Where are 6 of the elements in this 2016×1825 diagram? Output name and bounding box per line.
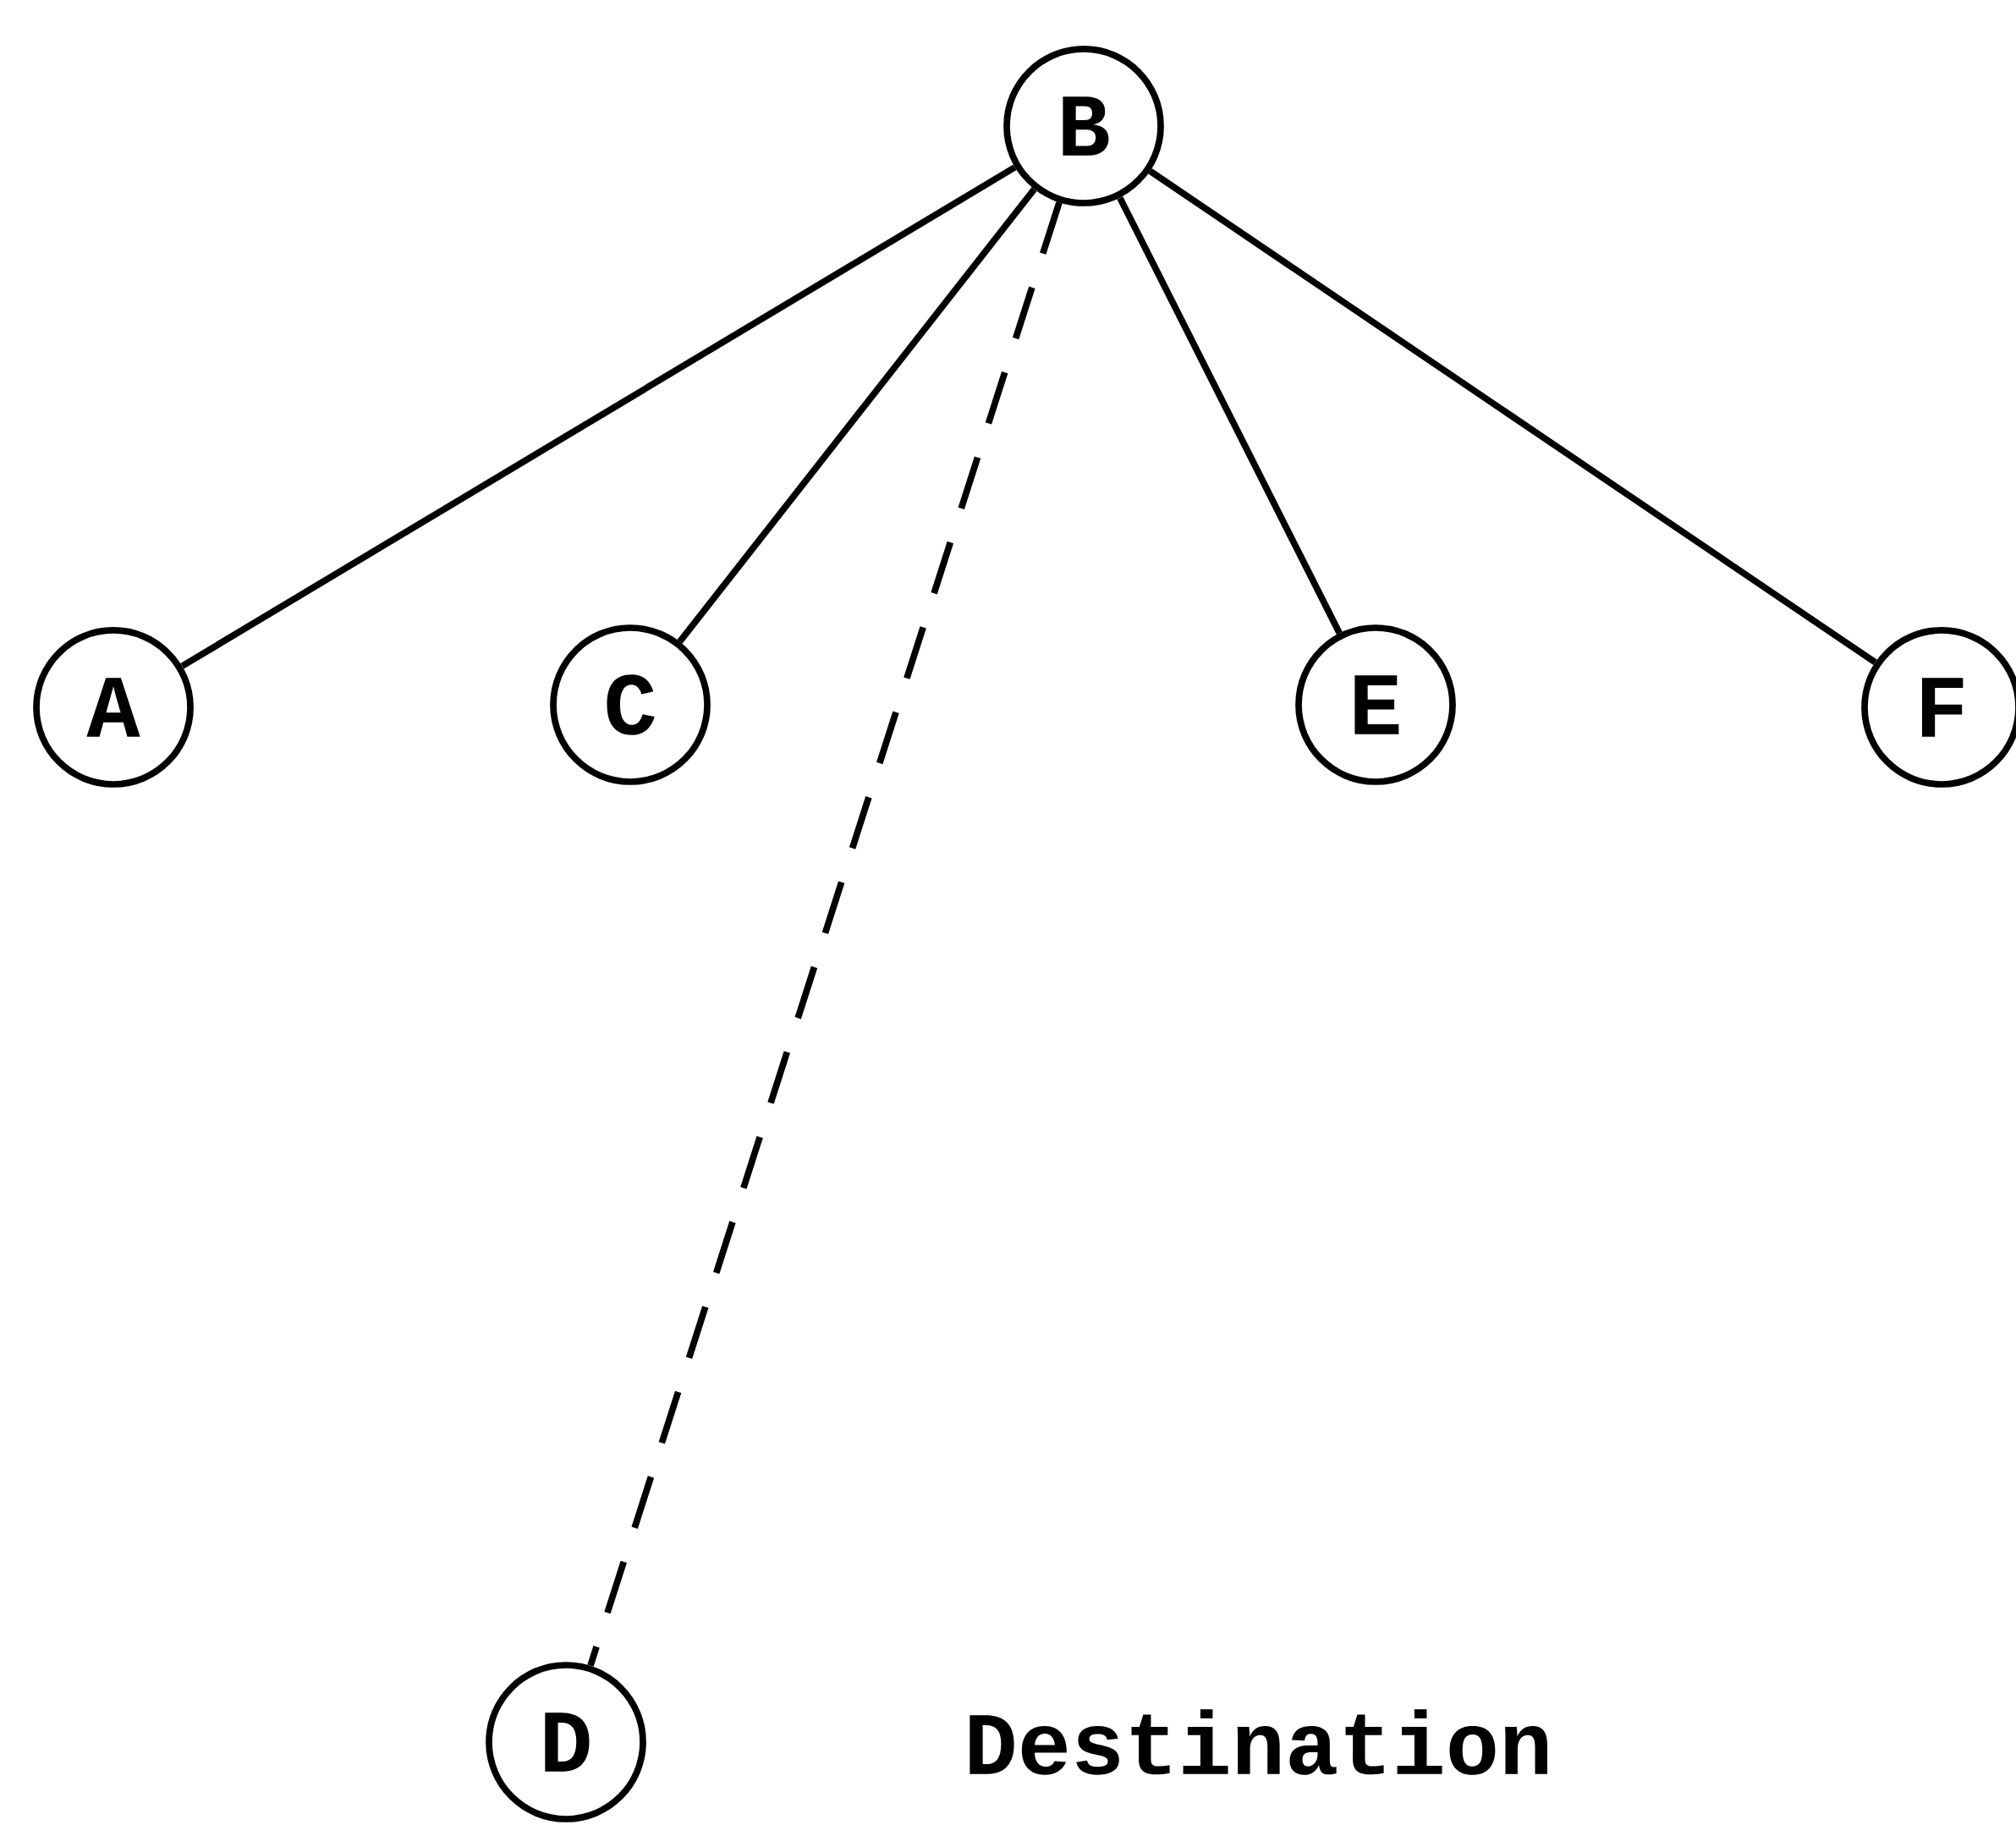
dashed-line	[587, 201, 1063, 1667]
connector-line	[677, 187, 1037, 644]
connector-line	[180, 164, 1017, 669]
connector-line	[1117, 195, 1343, 635]
node-caption: Destination	[970, 1709, 1547, 1775]
connector-line	[1148, 168, 1877, 665]
